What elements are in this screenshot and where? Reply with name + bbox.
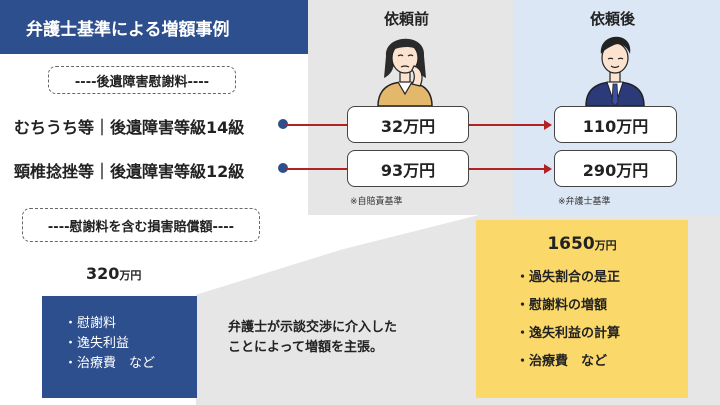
section-label-aftereffect-solatium: ----後遺障害慰謝料---- — [48, 66, 236, 94]
after-items-list: ・過失割合の是正 ・慰謝料の増額 ・逸失利益の計算 ・治療費 など — [476, 264, 688, 376]
list-item: ・慰謝料 — [64, 316, 117, 331]
arrow-head-icon — [544, 120, 552, 130]
after-amount-grade14: 110万円 — [554, 106, 677, 143]
section-label-total-damages: ----慰謝料を含む損害賠償額---- — [22, 208, 260, 242]
row-dot — [278, 119, 288, 129]
before-total-amount: 320万円 — [86, 264, 142, 283]
after-header: 依頼後 — [590, 10, 636, 28]
list-item: ・慰謝料の増額 — [516, 298, 608, 313]
before-amount-grade14: 32万円 — [347, 106, 469, 143]
before-items-box: ・慰謝料 ・逸失利益 ・治療費 など — [42, 296, 197, 398]
list-item: ・逸失利益 — [64, 336, 130, 351]
row-label-grade12: 頸椎捻挫等｜後遺障害等級12級 — [14, 162, 245, 181]
list-item: ・過失割合の是正 — [516, 270, 621, 285]
arrow-head-icon — [544, 164, 552, 174]
after-result-box: 1650万円 ・過失割合の是正 ・慰謝料の増額 ・逸失利益の計算 ・治療費 など — [476, 220, 688, 398]
lawyer-man-icon — [585, 36, 645, 106]
list-item: ・逸失利益の計算 — [516, 326, 621, 341]
after-amount-grade12: 290万円 — [554, 150, 677, 187]
after-total-amount: 1650万円 — [547, 234, 617, 254]
worried-woman-icon — [377, 38, 433, 106]
list-item: ・治療費 など — [516, 354, 608, 369]
row-connector-line — [286, 168, 348, 170]
row-dot — [278, 163, 288, 173]
before-amount-grade12: 93万円 — [347, 150, 469, 187]
row-label-grade14: むちうち等｜後遺障害等級14級 — [14, 118, 245, 137]
page-title: 弁護士基準による増額事例 — [0, 0, 308, 54]
row-connector-line — [286, 124, 348, 126]
claim-text: 弁護士が示談交渉に介入した ことによって増額を主張。 — [228, 320, 398, 355]
row-arrow-line — [469, 168, 545, 170]
row-arrow-line — [469, 124, 545, 126]
before-header: 依頼前 — [384, 10, 430, 28]
note-before: ※自賠責基準 — [350, 197, 403, 207]
list-item: ・治療費 など — [64, 356, 156, 371]
note-after: ※弁護士基準 — [558, 197, 611, 207]
